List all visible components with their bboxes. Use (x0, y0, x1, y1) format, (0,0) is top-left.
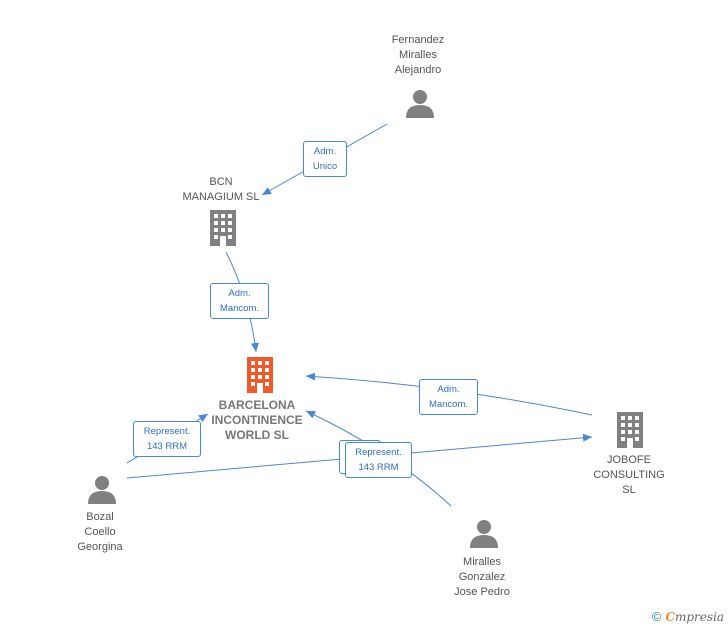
edge-label-line: Mancom. (219, 303, 260, 314)
edge-label-line: Adm. (437, 384, 460, 395)
node-label-line: Coello (84, 526, 116, 538)
node-label-line: JOBOFE (606, 454, 651, 466)
node-label-line: Alejandro (394, 64, 442, 76)
node-label-line: BCN (209, 176, 233, 188)
edge-label-line: Represent. (143, 426, 191, 437)
brand-logo: Cmpresia (665, 610, 724, 624)
edge-label-adm-mancom-jobofe[interactable]: Adm. Mancom. (419, 379, 478, 415)
edge-label-line: Mancom. (428, 399, 469, 410)
person-icon[interactable] (86, 474, 118, 509)
copyright-icon: © (651, 609, 662, 624)
edge-label-represent-miralles[interactable]: Represent. 143 RRM (345, 442, 412, 478)
node-label-jobofe[interactable]: JOBOFE CONSULTING SL (593, 453, 664, 498)
node-label-line: Georgina (77, 541, 123, 553)
edge-label-line: Represent. (355, 447, 402, 458)
edge-label-line: 143 RRM (146, 441, 188, 452)
edge-label-adm-mancom-bcn[interactable]: Adm. Mancom. (210, 283, 269, 319)
person-icon[interactable] (468, 518, 500, 553)
node-label-barcelona[interactable]: BARCELONA INCONTINENCE WORLD SL (211, 398, 302, 443)
node-label-line: SL (622, 484, 636, 496)
node-label-line: CONSULTING (593, 469, 665, 481)
node-label-line: BARCELONA (218, 398, 296, 412)
edge-label-line: Adm. (228, 288, 251, 299)
node-label-bozal[interactable]: Bozal Coello Georgina (77, 510, 122, 555)
node-label-line: Jose Pedro (454, 586, 510, 598)
edge-label-line: 143 RRM (358, 462, 399, 473)
person-icon[interactable] (404, 88, 436, 123)
brand-initial: C (665, 609, 675, 624)
building-icon[interactable] (243, 357, 277, 398)
node-label-line: WORLD SL (225, 428, 289, 442)
edge-label-adm-unico[interactable]: Adm. Unico (303, 141, 347, 177)
edge-label-line: Adm. (313, 146, 337, 157)
footer-brand: © Cmpresia (652, 609, 724, 624)
edge-label-line: Unico (312, 161, 338, 172)
node-label-line: MANAGIUM SL (182, 191, 260, 203)
brand-name: mpresia (674, 609, 724, 624)
node-label-line: INCONTINENCE (211, 413, 303, 427)
node-label-line: Miralles (399, 49, 437, 61)
node-label-miralles[interactable]: Miralles Gonzalez Jose Pedro (454, 555, 510, 600)
node-label-bcn[interactable]: BCN MANAGIUM SL (182, 175, 259, 205)
node-label-line: Bozal (86, 511, 114, 523)
building-icon[interactable] (206, 210, 240, 251)
node-label-line: Miralles (463, 556, 501, 568)
building-icon[interactable] (613, 412, 647, 453)
node-label-line: Fernandez (391, 34, 445, 46)
node-label-line: Gonzalez (458, 571, 506, 583)
node-label-fernandez[interactable]: Fernandez Miralles Alejandro (392, 33, 445, 78)
edge-label-represent-bozal[interactable]: Represent. 143 RRM (133, 421, 201, 457)
